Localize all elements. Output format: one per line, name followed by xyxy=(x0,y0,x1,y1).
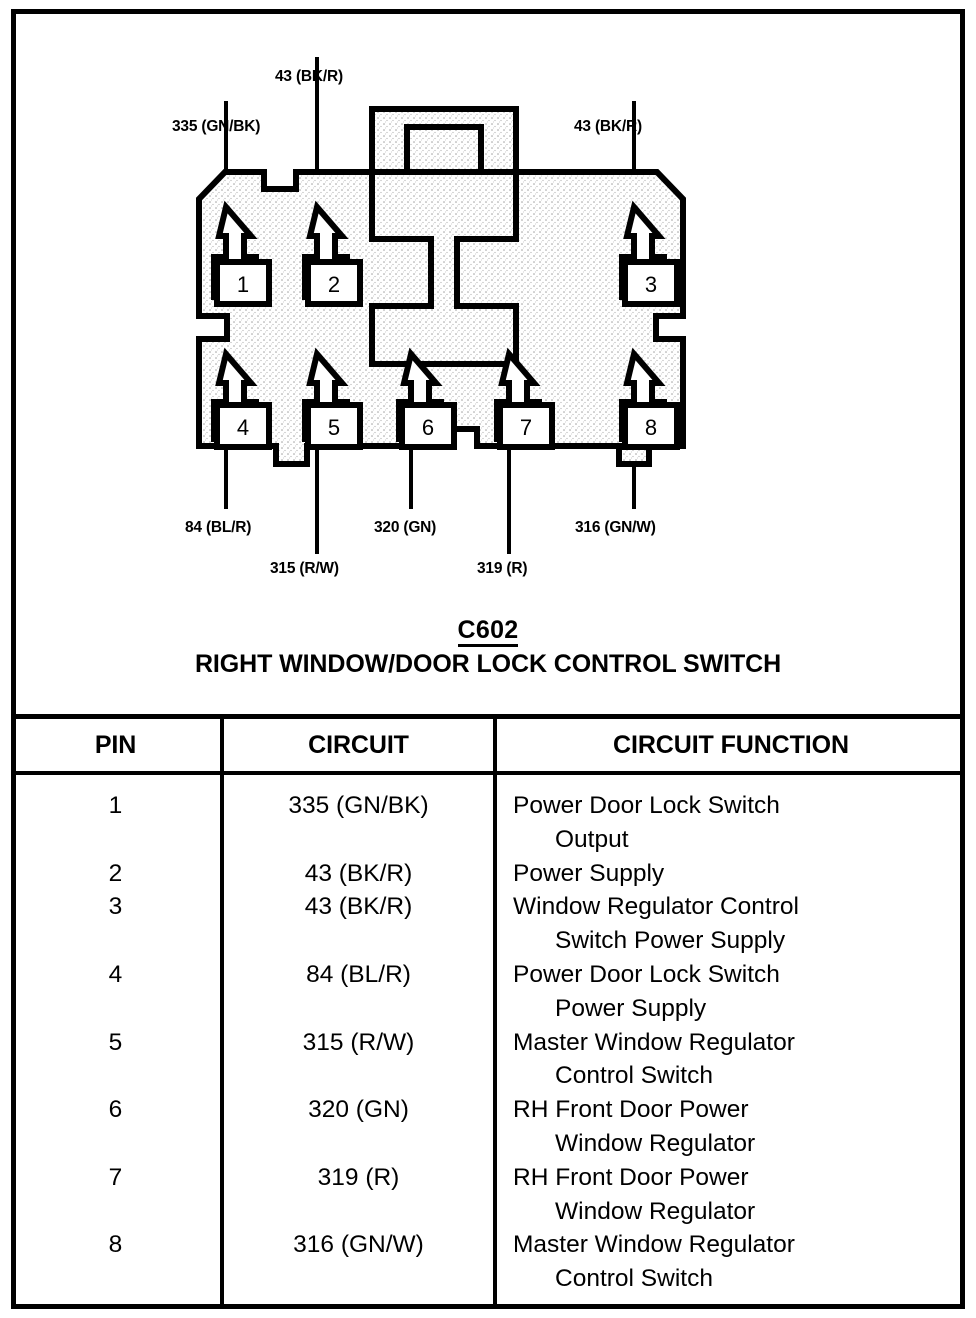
wire-label-pin-4: 84 (BL/R) xyxy=(185,519,252,536)
cell-circuit: 319 (R) xyxy=(220,1160,495,1229)
pin-number-6: 6 xyxy=(422,415,434,440)
function-line-1: Master Window Regulator xyxy=(513,1231,795,1259)
table-row: 2 43 (BK/R) Power Supply xyxy=(11,856,965,891)
connector-code: C602 xyxy=(457,617,519,648)
function-line-2: Power Supply xyxy=(555,994,707,1022)
cell-circuit: 315 (R/W) xyxy=(220,1025,495,1094)
function-line-1: Power Door Lock Switch xyxy=(513,960,780,988)
function-line-2: Window Regulator xyxy=(555,1129,756,1157)
column-header-pin: PIN xyxy=(11,719,222,775)
terminal-pin-4: 4 xyxy=(211,347,272,450)
wire-label-pin-2: 43 (BK/R) xyxy=(275,68,343,85)
wire-label-pin-5: 315 (R/W) xyxy=(270,560,339,577)
function-line-2: Switch Power Supply xyxy=(555,927,786,955)
terminals: 1 2 3 4 xyxy=(211,200,680,450)
function-line-2: Control Switch xyxy=(555,1265,713,1293)
terminal-pin-2: 2 xyxy=(302,200,363,307)
function-line-1: RH Front Door Power xyxy=(513,1163,749,1191)
terminal-pin-8: 8 xyxy=(619,347,680,450)
cell-circuit: 43 (BK/R) xyxy=(220,856,495,891)
wire-label-pin-8: 316 (GN/W) xyxy=(575,519,656,536)
cell-circuit: 316 (GN/W) xyxy=(220,1228,495,1296)
terminal-pin-1: 1 xyxy=(211,200,272,307)
table-filler-row xyxy=(11,1295,965,1309)
column-header-circuit-function: CIRCUIT FUNCTION xyxy=(493,719,965,775)
function-line-1: Power Door Lock Switch xyxy=(513,792,780,819)
pin-number-7: 7 xyxy=(520,415,532,440)
cell-pin: 3 xyxy=(108,893,123,921)
connector-title: RIGHT WINDOW/DOOR LOCK CONTROL SWITCH xyxy=(194,650,782,679)
terminal-box-pin-7 xyxy=(497,402,555,450)
terminal-box-pin-6 xyxy=(399,402,457,450)
terminal-box-pin-5 xyxy=(305,402,363,450)
cell-pin: 2 xyxy=(108,859,123,887)
terminal-box-pin-2 xyxy=(305,259,363,307)
cell-circuit: 43 (BK/R) xyxy=(220,890,495,958)
pin-number-4: 4 xyxy=(237,415,249,440)
wire-label-pin-6: 320 (GN) xyxy=(374,519,437,536)
cell-pin: 1 xyxy=(108,792,123,819)
terminal-box-pin-1 xyxy=(214,259,272,307)
terminal-box-pin-4 xyxy=(214,402,272,450)
column-header-circuit: CIRCUIT xyxy=(220,719,495,775)
cell-pin: 5 xyxy=(108,1028,123,1056)
terminal-box-pin-8 xyxy=(622,402,680,450)
cell-pin: 8 xyxy=(108,1231,123,1259)
cell-circuit: 84 (BL/R) xyxy=(220,957,495,1026)
function-line-1: Window Regulator Control xyxy=(513,893,799,921)
function-line-1: Power Supply xyxy=(513,859,665,887)
filler-cell-pin xyxy=(11,1296,222,1309)
terminal-pin-6: 6 xyxy=(396,347,457,450)
cell-pin: 6 xyxy=(108,1096,123,1124)
pin-number-2: 2 xyxy=(328,272,340,297)
table-header-row: PIN CIRCUIT CIRCUIT FUNCTION xyxy=(11,719,965,775)
cell-circuit: 320 (GN) xyxy=(220,1093,495,1161)
connector-diagram: 1 2 3 4 xyxy=(11,9,965,709)
pin-number-8: 8 xyxy=(645,415,657,440)
connector-drawing: 1 2 3 4 xyxy=(196,57,686,554)
terminal-box-pin-3 xyxy=(622,259,680,307)
cell-circuit: 335 (GN/BK) xyxy=(220,773,495,857)
function-line-1: RH Front Door Power xyxy=(513,1096,749,1124)
cell-pin: 4 xyxy=(108,960,123,988)
function-line-2: Window Regulator xyxy=(555,1197,756,1225)
wire-label-pin-3: 43 (BK/R) xyxy=(574,118,642,135)
function-line-2: Control Switch xyxy=(555,1062,713,1090)
wire-label-pin-1: 335 (GN/BK) xyxy=(172,118,261,135)
pin-function-table: PIN CIRCUIT CIRCUIT FUNCTION 1 335 (GN/B… xyxy=(11,714,965,1309)
function-line-2: Output xyxy=(555,825,629,853)
terminal-pin-7: 7 xyxy=(494,347,555,450)
function-line-1: Master Window Regulator xyxy=(513,1028,795,1056)
wire-label-pin-7: 319 (R) xyxy=(477,560,528,577)
filler-cell-function xyxy=(493,1295,965,1309)
connector-caption: C602 RIGHT WINDOW/DOOR LOCK CONTROL SWIT… xyxy=(11,617,965,678)
pin-number-1: 1 xyxy=(237,272,249,297)
filler-cell-circuit xyxy=(220,1295,495,1309)
cell-function: Power Supply xyxy=(493,856,965,891)
terminal-pin-5: 5 xyxy=(302,347,363,450)
terminal-pin-3: 3 xyxy=(619,200,680,307)
pin-number-3: 3 xyxy=(645,272,657,297)
cell-pin: 7 xyxy=(108,1163,123,1191)
pin-number-5: 5 xyxy=(328,415,340,440)
